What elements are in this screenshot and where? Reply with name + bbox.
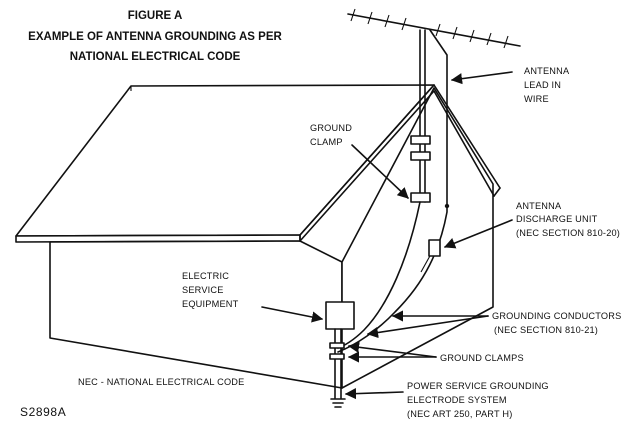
figure-title-line-1: EXAMPLE OF ANTENNA GROUNDING AS PER bbox=[28, 31, 282, 43]
label-antenna-discharge-unit: ANTENNA DISCHARGE UNIT (NEC SECTION 810-… bbox=[516, 201, 620, 238]
label-power-service-grounding: POWER SERVICE GROUNDING ELECTRODE SYSTEM… bbox=[407, 381, 552, 419]
ground-clamps-hardware bbox=[329, 328, 346, 408]
electric-service-equipment bbox=[325, 301, 355, 330]
label-ground-clamp: GROUND CLAMP bbox=[310, 123, 355, 147]
house-drawing bbox=[15, 84, 501, 389]
figure-title-line-2: NATIONAL ELECTRICAL CODE bbox=[70, 51, 241, 63]
figure-code: S2898A bbox=[20, 405, 66, 419]
label-electric-service-equipment: ELECTRIC SERVICE EQUIPMENT bbox=[182, 271, 239, 309]
label-antenna-lead-in: ANTENNA LEAD IN WIRE bbox=[524, 66, 572, 104]
antenna-discharge-unit bbox=[428, 239, 441, 257]
antenna bbox=[347, 8, 521, 207]
label-nec-note: NEC - NATIONAL ELECTRICAL CODE bbox=[78, 377, 244, 387]
figure-heading: FIGURE A bbox=[128, 10, 183, 22]
label-grounding-conductors: GROUNDING CONDUCTORS (NEC SECTION 810-21… bbox=[492, 311, 624, 335]
label-ground-clamps: GROUND CLAMPS bbox=[440, 353, 524, 363]
callout-arrows bbox=[261, 71, 513, 400]
